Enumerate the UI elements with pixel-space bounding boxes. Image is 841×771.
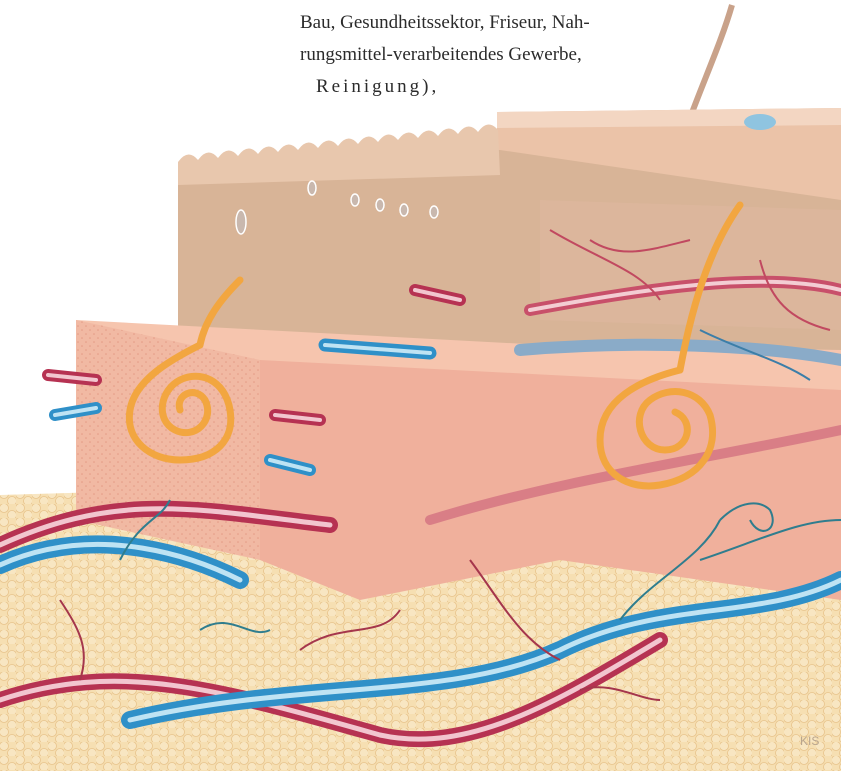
skin-droplet [744,114,776,130]
artist-signature: KIS [800,734,819,748]
epidermis-surface-bumps [178,124,500,185]
epidermis-back-top [497,108,841,128]
hair-shaft [690,5,732,118]
dermis-front-face [76,320,260,560]
